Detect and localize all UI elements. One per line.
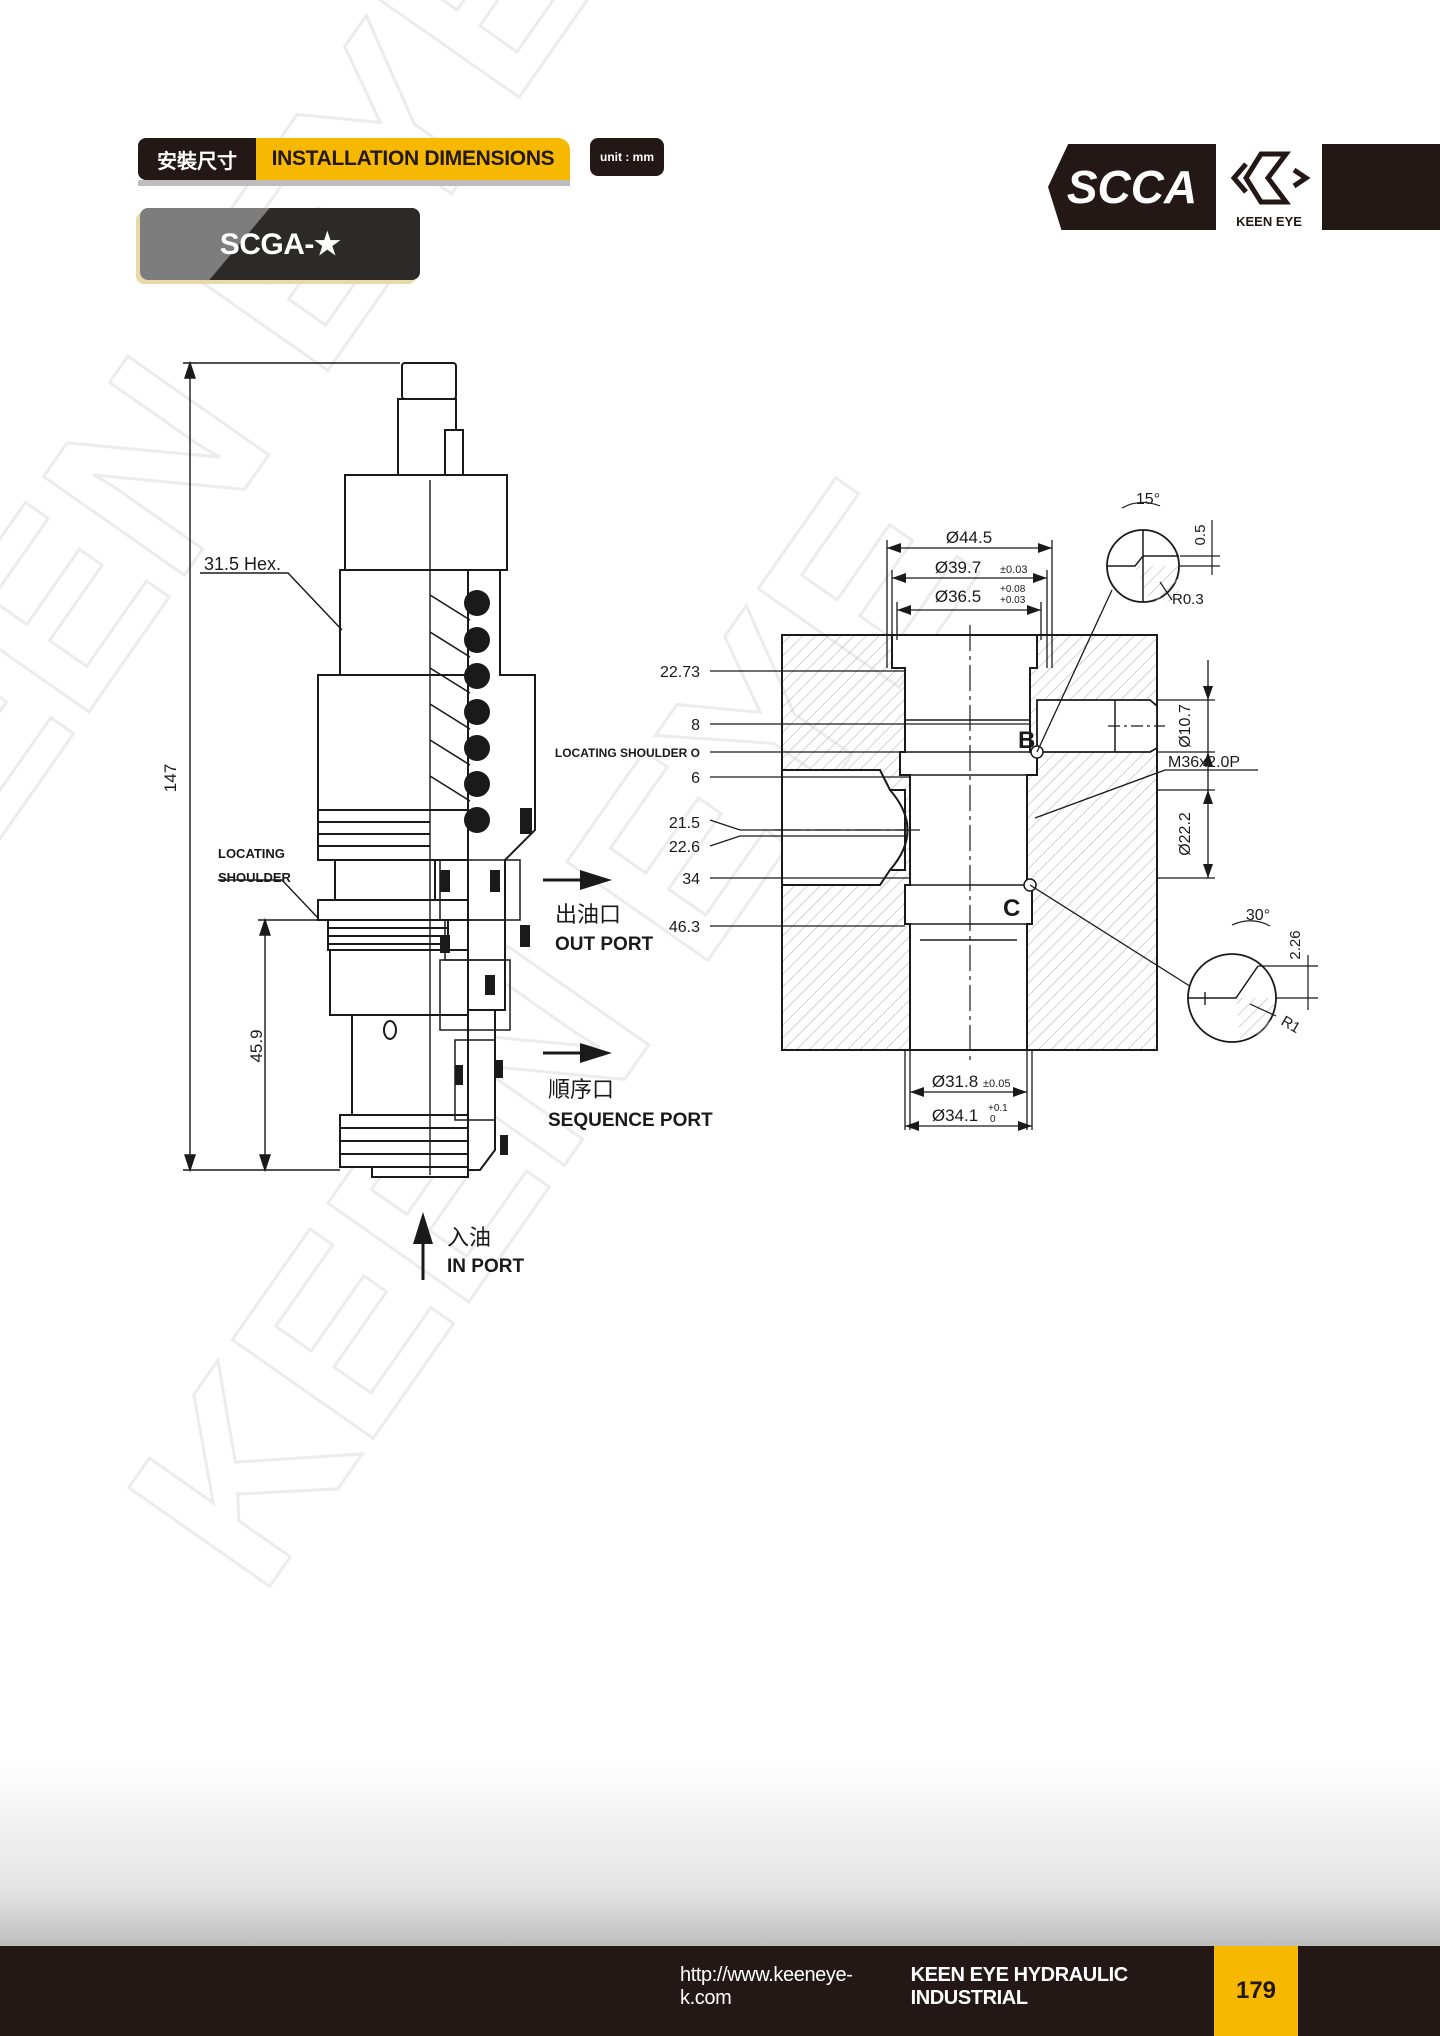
detail-b-radius: R0.3 (1172, 591, 1204, 608)
brand-bar (1322, 144, 1440, 230)
dim-d-top: Ø44.5 (946, 528, 992, 547)
out-port-label-cn: 出油口 (555, 902, 621, 927)
detail-b-label: B (1018, 727, 1035, 754)
brand-logo (1216, 144, 1322, 230)
dim-d3-tol-lower: +0.03 (1000, 595, 1026, 606)
valve-dimension-lines (183, 360, 400, 1173)
keen-eye-logo-icon (1230, 151, 1311, 205)
depth-6: 34 (682, 871, 700, 888)
in-port-label-cn: 入油 (447, 1225, 491, 1250)
sequence-port-label-en: SEQUENCE PORT (548, 1110, 713, 1131)
dim-bottom-2-main: Ø34.1 (932, 1106, 978, 1125)
footer-website[interactable]: http://www.keeneye-k.com (680, 1964, 853, 2009)
valve-cap (401, 362, 457, 400)
in-port-label-en: IN PORT (447, 1256, 524, 1277)
detail-c-angle: 30° (1246, 907, 1270, 924)
model-badge: SCGA-★ (140, 208, 420, 280)
dimension-overall-length: 147 (161, 764, 180, 792)
depth-5: 22.6 (669, 839, 700, 856)
sequence-port-label-cn: 順序口 (548, 1077, 614, 1102)
valve-spring (464, 590, 490, 833)
valve-tail-end (371, 1166, 469, 1178)
detail-c-depth: 2.26 (1287, 930, 1304, 959)
cavity-dimension-arrows (887, 543, 1213, 1131)
detail-b-depth: 0.5 (1192, 525, 1209, 546)
depth-7: 46.3 (669, 919, 700, 936)
out-port-label-en: OUT PORT (555, 934, 654, 955)
footer-info: http://www.keeneye-k.com KEEN EYE HYDRAU… (680, 1960, 1230, 2014)
cavity-side-port (781, 769, 906, 886)
detail-b (1106, 501, 1220, 603)
valve-drawing (317, 362, 536, 1178)
dim-bottom-2-tol-upper: +0.1 (988, 1103, 1008, 1114)
unit-badge: unit : mm (590, 138, 664, 176)
dim-d2-main: Ø39.7 (935, 558, 981, 577)
section-title-cn: 安裝尺寸 (138, 138, 256, 180)
valve-upper-body (344, 474, 508, 571)
valve-locating-shoulder (317, 899, 469, 921)
section-header: 安裝尺寸 INSTALLATION DIMENSIONS (138, 138, 570, 180)
dim-bottom-1-main: Ø31.8 (932, 1072, 978, 1091)
detail-c-label: C (1003, 895, 1020, 922)
port-arrows (413, 870, 612, 1280)
depth-3: 6 (691, 770, 700, 787)
detail-c-radius: R1 (1278, 1013, 1303, 1037)
depth-2: 8 (691, 717, 700, 734)
valve-hex (339, 569, 469, 676)
footer-bar (0, 1946, 1440, 2036)
footer-fade (0, 1760, 1440, 1946)
valve-lower-body (329, 949, 469, 1016)
locating-shoulder-label-1: LOCATING (218, 846, 285, 861)
hex-size-label: 31.5 Hex. (204, 554, 281, 574)
series-badge: SCCA (1048, 144, 1216, 230)
footer-company: KEEN EYE HYDRAULIC INDUSTRIAL (910, 1964, 1129, 2009)
locating-shoulder-label-2: SHOULDER (218, 870, 292, 885)
valve-port-hole (383, 1020, 397, 1040)
section-title-en: INSTALLATION DIMENSIONS (256, 138, 570, 180)
dim-bottom-1-tol: ±0.05 (983, 1078, 1010, 1090)
depth-1: 22.73 (660, 664, 700, 681)
dim-d2-tol: ±0.03 (1000, 564, 1027, 576)
dim-mid-bore: Ø22.2 (1177, 812, 1194, 856)
dim-d3-main: Ø36.5 (935, 587, 981, 606)
header-underline (138, 180, 570, 186)
page-number: 179 (1214, 1946, 1298, 2036)
dim-thread: M36x2.0P (1168, 754, 1240, 771)
valve-bottom-body (351, 1014, 469, 1116)
depth-4: 21.5 (669, 815, 700, 832)
brand-logo-text: KEEN EYE (1236, 214, 1302, 229)
dimension-lower-length: 45.9 (247, 1029, 266, 1062)
dim-side-port: Ø10.7 (1177, 704, 1194, 748)
valve-stem-side (444, 429, 464, 476)
depth-locating-shoulder: LOCATING SHOULDER O (555, 746, 700, 760)
detail-b-angle: 15° (1136, 491, 1160, 508)
dim-d3-tol-upper: +0.08 (1000, 584, 1026, 595)
cavity-drawing (775, 625, 1165, 1060)
valve-main-body (317, 674, 469, 811)
dim-bottom-2-tol-lower: 0 (990, 1114, 996, 1125)
detail-c (1187, 920, 1318, 1043)
cavity-dimension-lines (709, 540, 1258, 1130)
cavity-bore (891, 634, 1038, 1051)
